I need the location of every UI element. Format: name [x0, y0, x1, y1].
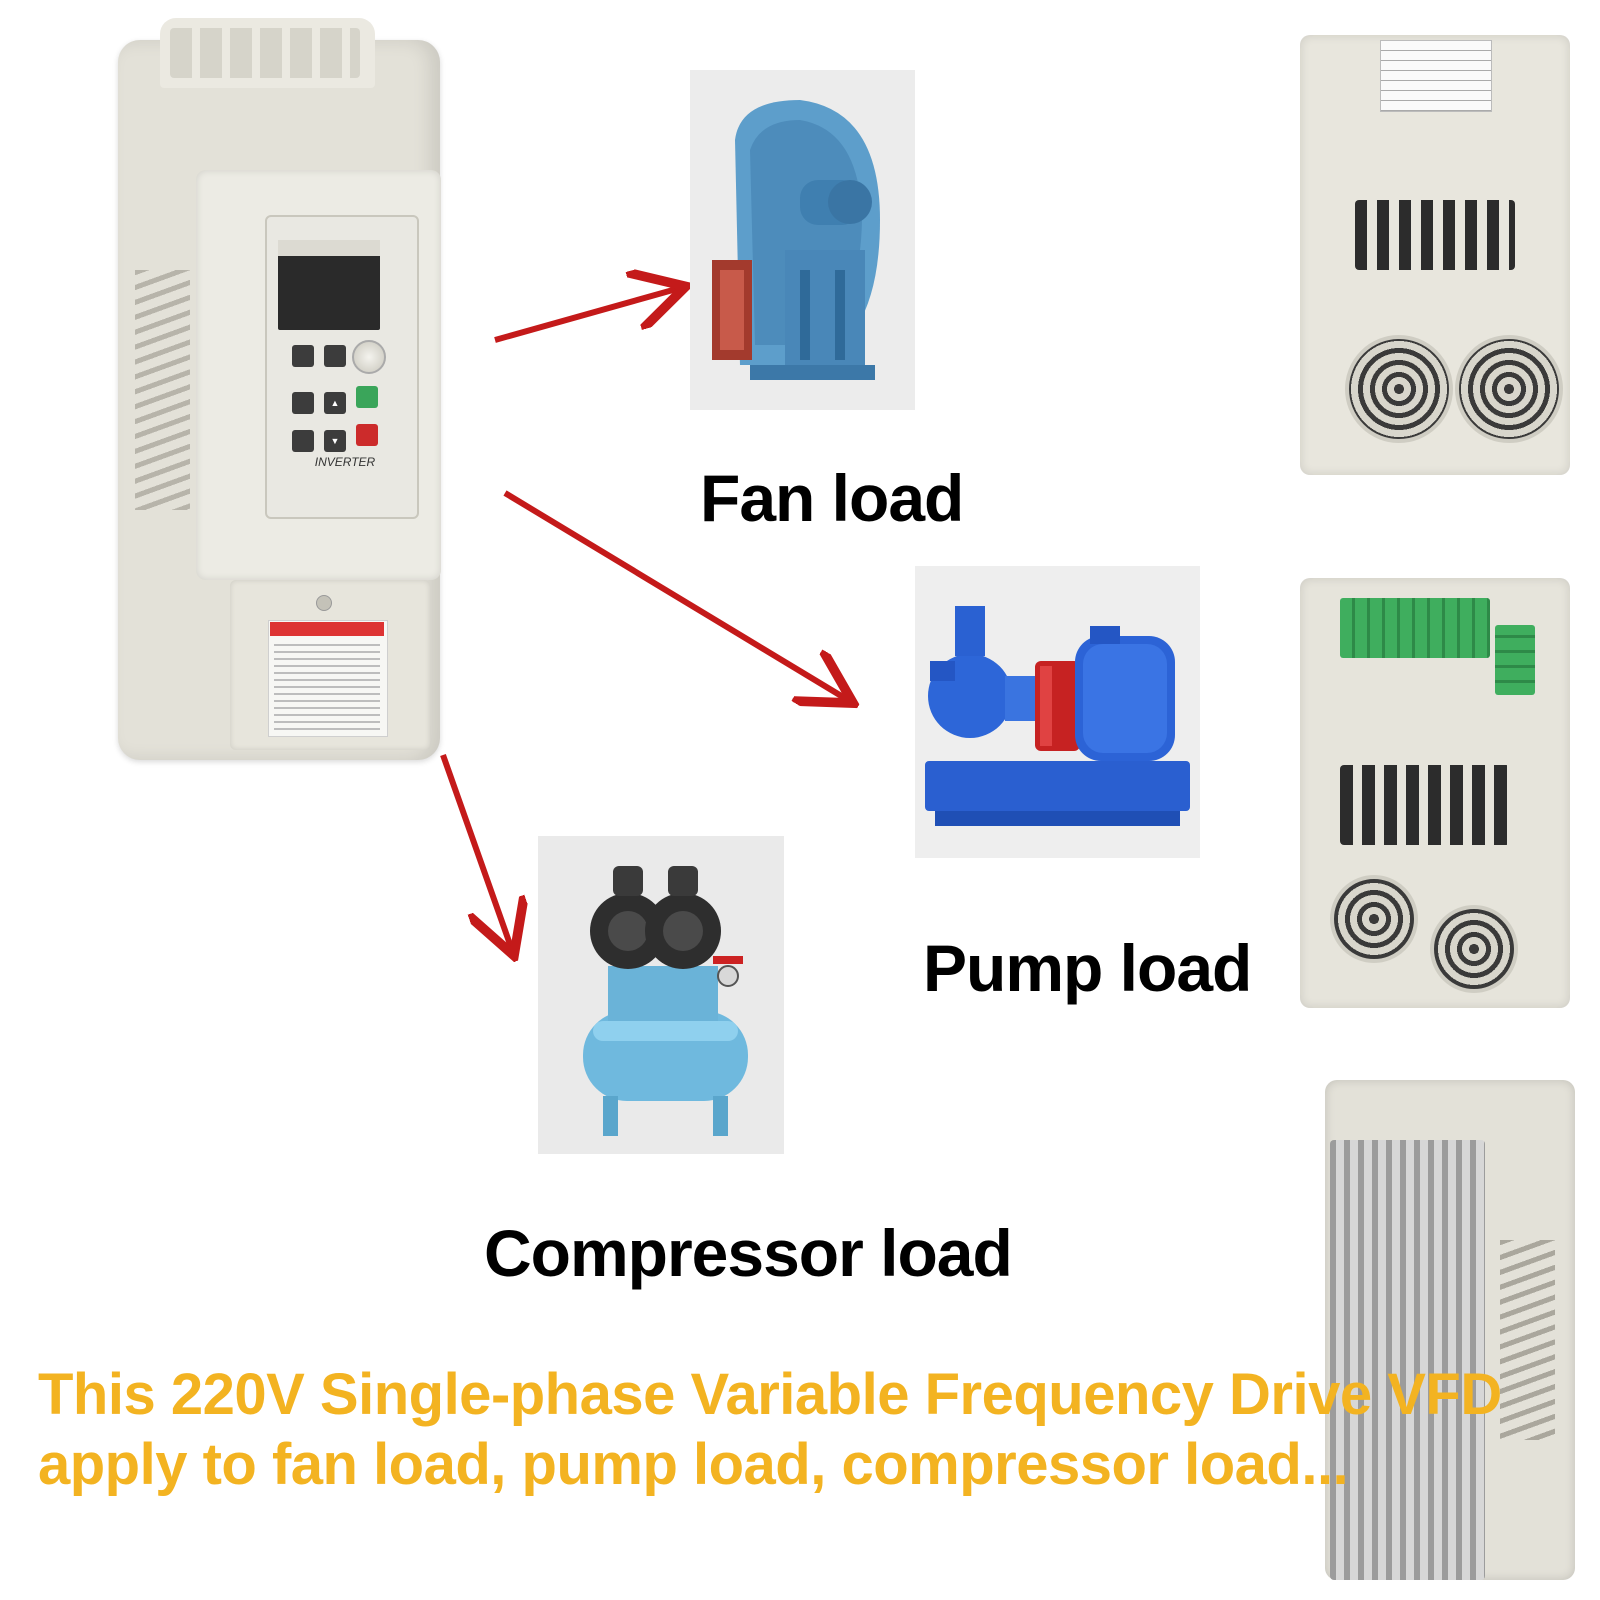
nameplate-label [1380, 40, 1492, 112]
cooling-fan-icon [1455, 335, 1563, 443]
arrow-to-compressor [440, 753, 512, 950]
water-pump-icon [915, 566, 1200, 858]
potentiometer-knob-icon [352, 340, 386, 374]
centrifugal-fan-icon [690, 70, 915, 410]
keypad-key-icon [292, 392, 314, 414]
inverter-top-grille [170, 28, 360, 78]
screw-icon [316, 595, 332, 611]
power-terminal-slots [1340, 765, 1510, 845]
compressor-load-caption: Compressor load [484, 1216, 1013, 1290]
up-arrow-key-icon: ▲ [324, 392, 346, 414]
fan-load-caption: Fan load [700, 461, 964, 535]
keypad-key-icon [324, 345, 346, 367]
pump-load-photo [915, 566, 1200, 858]
cooling-fan-icon [1345, 335, 1453, 443]
headline-line-2: apply to fan load, pump load, compressor… [38, 1432, 1349, 1497]
keypad-key-icon [292, 345, 314, 367]
control-terminal-block [1495, 625, 1535, 695]
inverter-panel-label: INVERTER [314, 455, 376, 469]
cooling-fan-icon [1330, 875, 1418, 963]
headline-line-1: This 220V Single-phase Variable Frequenc… [38, 1362, 1502, 1427]
warning-sticker-text-lines [274, 642, 380, 730]
run-key-icon [356, 386, 378, 408]
warning-sticker-header [270, 622, 384, 636]
fan-load-photo [690, 70, 915, 410]
display-indicator-strip [278, 240, 380, 256]
arrow-to-fan [494, 288, 680, 343]
aluminum-heatsink [1330, 1140, 1485, 1580]
air-compressor-icon [538, 836, 784, 1154]
compressor-load-photo [538, 836, 784, 1154]
control-terminal-block [1340, 598, 1490, 658]
pump-load-caption: Pump load [923, 931, 1252, 1005]
terminal-slots [1355, 200, 1515, 270]
keypad-key-icon [292, 430, 314, 452]
headline: This 220V Single-phase Variable Frequenc… [38, 1360, 1502, 1500]
down-arrow-key-icon: ▼ [324, 430, 346, 452]
cooling-fan-icon [1430, 905, 1518, 993]
inverter-side-vents [135, 270, 190, 510]
stop-key-icon [356, 424, 378, 446]
rear-side-vents [1500, 1240, 1555, 1440]
